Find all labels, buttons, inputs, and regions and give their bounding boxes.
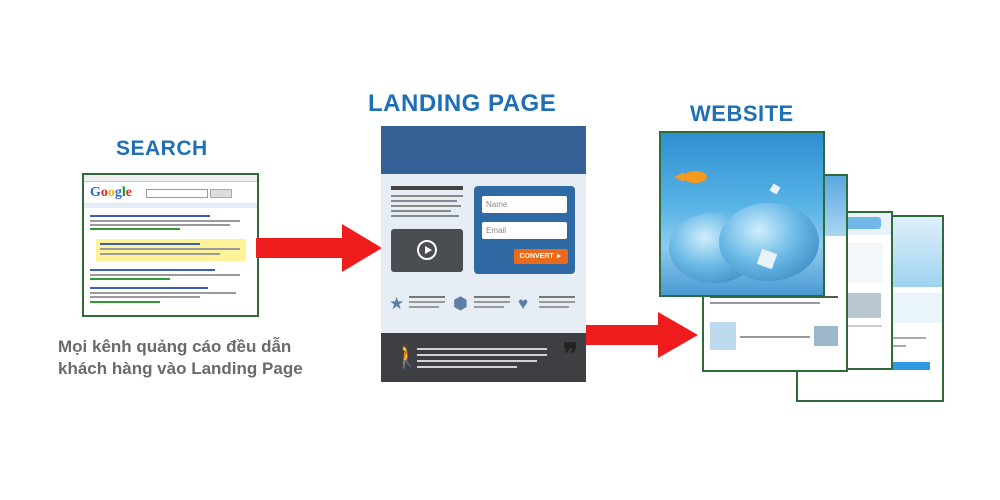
result-title [90, 269, 215, 271]
landing-page-label: LANDING PAGE [368, 90, 557, 117]
search-box [146, 189, 208, 198]
search-engine-logo: Google [90, 185, 132, 200]
website-label: WEBSITE [690, 101, 794, 126]
person-icon: 🚶 [393, 344, 421, 369]
browser-bar [84, 175, 257, 182]
feature-text [474, 301, 510, 303]
email-field: Email [482, 222, 567, 239]
landing-page-mockup: Name Email CONVERT ► ★ ⬢ ♥ 🚶 ❞ [381, 126, 586, 382]
landing-header [381, 126, 586, 174]
quote-icon: ❞ [562, 339, 578, 370]
feature-text [409, 296, 445, 298]
headline-block [391, 186, 463, 217]
testimonial-text [417, 348, 547, 350]
cube-icon: ⬢ [453, 294, 468, 313]
arrow-right-icon [586, 312, 698, 358]
feature-text [539, 296, 575, 298]
name-field: Name [482, 196, 567, 213]
website-page-front [659, 131, 825, 297]
testimonial-text [417, 360, 537, 362]
testimonial-text [417, 354, 547, 356]
testimonial-text [417, 366, 517, 368]
feature-text [409, 301, 445, 303]
caption-line-1: Mọi kênh quảng cáo đều dẫn [58, 337, 292, 356]
fishbowl-image [719, 203, 819, 281]
caption-line-2: khách hàng vào Landing Page [58, 359, 303, 378]
play-icon [417, 240, 437, 260]
goldfish-image [674, 171, 707, 183]
result-snippet [90, 220, 240, 222]
lead-form: Name Email CONVERT ► [474, 186, 575, 274]
search-results-thumbnail: Google [82, 173, 259, 317]
result-snippet [90, 292, 236, 294]
search-button [210, 189, 232, 198]
star-icon: ★ [389, 294, 405, 313]
caption: Mọi kênh quảng cáo đều dẫn khách hàng và… [58, 336, 358, 380]
search-label: SEARCH [116, 137, 208, 160]
results-bar [84, 203, 257, 208]
arrow-right-icon [256, 224, 382, 272]
feature-text [474, 296, 510, 298]
feature-text [474, 306, 504, 308]
result-snippet [90, 224, 230, 226]
result-snippet [90, 296, 200, 298]
result-snippet [90, 274, 240, 276]
result-title [90, 215, 210, 217]
feature-text [539, 301, 575, 303]
result-url [90, 278, 170, 280]
result-title [90, 287, 208, 289]
video-thumbnail [391, 229, 463, 272]
result-snippet [100, 248, 240, 250]
result-url [90, 301, 160, 303]
convert-button: CONVERT ► [514, 249, 568, 264]
feature-text [409, 306, 439, 308]
feature-text [539, 306, 569, 308]
result-title [100, 243, 200, 245]
result-url [90, 228, 180, 230]
heart-icon: ♥ [518, 294, 529, 313]
result-snippet [100, 253, 220, 255]
testimonial-footer [381, 333, 586, 382]
